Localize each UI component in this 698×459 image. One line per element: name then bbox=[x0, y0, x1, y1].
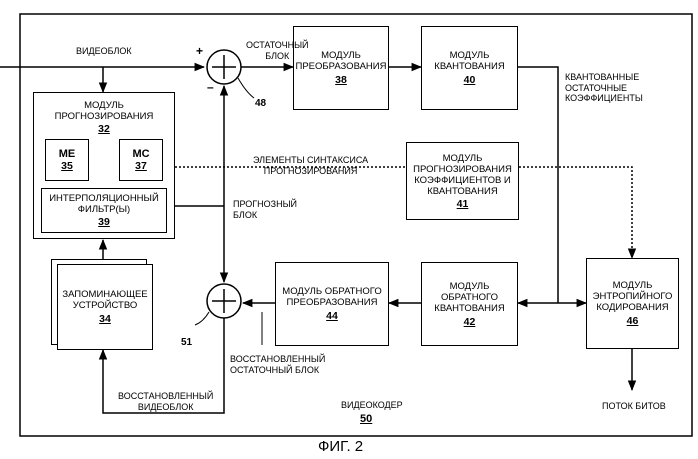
interp-label: ИНТЕРПОЛЯЦИОННЫЙ ФИЛЬТР(Ы) bbox=[49, 193, 159, 215]
recon-residual-label: ВОССТАНОВЛЕННЫЙ ОСТАТОЧНЫЙ БЛОК bbox=[230, 354, 325, 375]
transform-block: МОДУЛЬ ПРЕОБРАЗОВАНИЯ 38 bbox=[293, 26, 389, 110]
me-num: 35 bbox=[61, 161, 73, 172]
coef-prediction-label: МОДУЛЬ ПРОГНОЗИРОВАНИЯ КОЭФФИЦИЕНТОВ И К… bbox=[413, 153, 512, 197]
quant-out-line bbox=[518, 67, 558, 303]
me-block: ME 35 bbox=[45, 139, 89, 181]
memory-num: 34 bbox=[99, 314, 111, 325]
interp-block: ИНТЕРПОЛЯЦИОННЫЙ ФИЛЬТР(Ы) 39 bbox=[41, 188, 167, 233]
mc-label: MC bbox=[132, 149, 149, 160]
interp-num: 39 bbox=[98, 217, 110, 228]
quantization-num: 40 bbox=[464, 75, 476, 86]
plus-sign: + bbox=[196, 44, 203, 58]
memory-label: ЗАПОМИНАЮЩЕЕ УСТРОЙСТВО bbox=[62, 289, 147, 311]
ref-51-leader bbox=[195, 312, 209, 325]
mc-block: MC 37 bbox=[119, 139, 163, 181]
memory-block: ЗАПОМИНАЮЩЕЕ УСТРОЙСТВО 34 bbox=[57, 264, 153, 350]
inv-quant-label: МОДУЛЬ ОБРАТНОГО КВАНТОВАНИЯ bbox=[434, 281, 504, 314]
prediction-num: 32 bbox=[98, 124, 110, 135]
quantized-coeffs-label: КВАНТОВАННЫЕ ОСТАТОЧНЫЕ КОЭФФИЦИЕНТЫ bbox=[565, 72, 643, 104]
minus-sign: – bbox=[207, 80, 214, 94]
recon-video-label: ВОССТАНОВЛЕННЫЙ ВИДЕОБЛОК bbox=[118, 391, 213, 412]
inv-transform-block: МОДУЛЬ ОБРАТНОГО ПРЕОБРАЗОВАНИЯ 44 bbox=[275, 262, 389, 346]
video-block-label: ВИДЕОБЛОК bbox=[76, 46, 132, 57]
bitstream-label: ПОТОК БИТОВ bbox=[602, 401, 666, 412]
encoder-label: ВИДЕОКОДЕР bbox=[341, 400, 403, 411]
coef-prediction-block: МОДУЛЬ ПРОГНОЗИРОВАНИЯ КОЭФФИЦИЕНТОВ И К… bbox=[406, 142, 519, 220]
ref-48: 48 bbox=[255, 98, 266, 109]
encoder-num: 50 bbox=[360, 413, 372, 425]
transform-label: МОДУЛЬ ПРЕОБРАЗОВАНИЯ bbox=[296, 50, 387, 72]
predicted-block-label: ПРОГНОЗНЫЙ БЛОК bbox=[233, 199, 297, 220]
quantization-label: МОДУЛЬ КВАНТОВАНИЯ bbox=[434, 50, 504, 72]
inv-transform-num: 44 bbox=[326, 311, 338, 322]
inv-quant-block: МОДУЛЬ ОБРАТНОГО КВАНТОВАНИЯ 42 bbox=[421, 262, 518, 346]
mc-num: 37 bbox=[135, 161, 147, 172]
ref-48-leader bbox=[238, 78, 254, 98]
entropy-num: 46 bbox=[627, 316, 639, 327]
entropy-block: МОДУЛЬ ЭНТРОПИЙНОГО КОДИРОВАНИЯ 46 bbox=[586, 258, 679, 349]
prediction-label: МОДУЛЬ ПРОГНОЗИРОВАНИЯ bbox=[55, 100, 154, 122]
syntax-elements-label: ЭЛЕМЕНТЫ СИНТАКСИСА ПРОГНОЗИРОВАНИЯ bbox=[253, 155, 368, 176]
ref-51: 51 bbox=[181, 337, 192, 348]
figure-caption: ФИГ. 2 bbox=[318, 438, 363, 455]
entropy-label: МОДУЛЬ ЭНТРОПИЙНОГО КОДИРОВАНИЯ bbox=[593, 280, 673, 313]
transform-num: 38 bbox=[335, 75, 347, 86]
coef-prediction-num: 41 bbox=[457, 199, 469, 210]
me-label: ME bbox=[59, 149, 76, 160]
residual-block-label: ОСТАТОЧНЫЙ БЛОК bbox=[246, 40, 309, 61]
inv-transform-label: МОДУЛЬ ОБРАТНОГО ПРЕОБРАЗОВАНИЯ bbox=[282, 286, 381, 308]
quantization-block: МОДУЛЬ КВАНТОВАНИЯ 40 bbox=[421, 26, 518, 110]
inv-quant-num: 42 bbox=[464, 317, 476, 328]
